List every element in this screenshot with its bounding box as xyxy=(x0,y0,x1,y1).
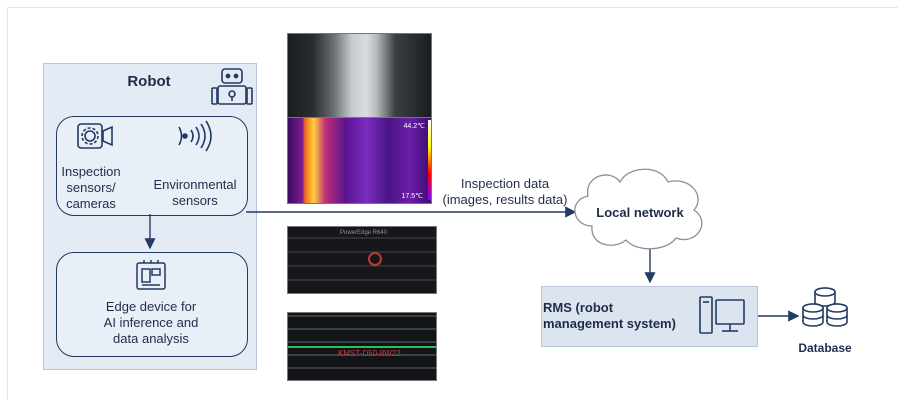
edge-device-label: Edge device for AI inference and data an… xyxy=(56,299,246,347)
database-label: Database xyxy=(798,341,852,355)
canvas-frame xyxy=(7,7,898,400)
server-bottom-tag: KMST-D50-8W22 xyxy=(338,349,401,358)
edge-label-line-1: Edge device for xyxy=(105,299,197,314)
env-label-line-1: Environmental xyxy=(153,177,237,192)
thermal-image-photo: 44.2℃ 17.5℃ xyxy=(287,117,432,204)
edge-label-line-3: data analysis xyxy=(113,331,189,346)
server-rack-photo-bottom: KMST-D50-8W22 xyxy=(287,312,437,381)
inspection-label-line-3: cameras xyxy=(66,196,116,211)
local-network-label: Local network xyxy=(596,205,684,220)
robot-title: Robot xyxy=(127,73,171,90)
inspection-sensors-label: Inspection sensors/ cameras xyxy=(56,164,126,212)
inspection-data-label: Inspection data (images, results data) xyxy=(435,176,575,208)
rms-label-line-2: management system) xyxy=(543,316,676,331)
thermal-top-temp: 44.2℃ xyxy=(403,123,426,130)
datacenter-aisle-photo xyxy=(287,33,432,119)
inspection-label-line-1: Inspection xyxy=(61,164,121,179)
rms-label: RMS (robot management system) xyxy=(543,300,693,332)
env-label-line-2: sensors xyxy=(172,193,218,208)
inspection-data-line-2: (images, results data) xyxy=(442,192,568,207)
status-led-strip xyxy=(288,346,436,348)
environmental-sensors-label: Environmental sensors xyxy=(140,177,250,209)
inspection-label-line-2: sensors/ xyxy=(66,180,116,195)
rms-label-line-1: RMS (robot xyxy=(543,300,614,315)
server-rack-photo-top: PowerEdge R640 xyxy=(287,226,437,294)
inspection-data-line-1: Inspection data xyxy=(460,176,550,191)
edge-label-line-2: AI inference and xyxy=(103,315,199,330)
server-top-tag: PowerEdge R640 xyxy=(340,230,388,236)
alert-circle-icon xyxy=(368,252,382,266)
thermal-scale-bar xyxy=(428,120,431,200)
thermal-bottom-temp: 17.5℃ xyxy=(401,193,424,200)
